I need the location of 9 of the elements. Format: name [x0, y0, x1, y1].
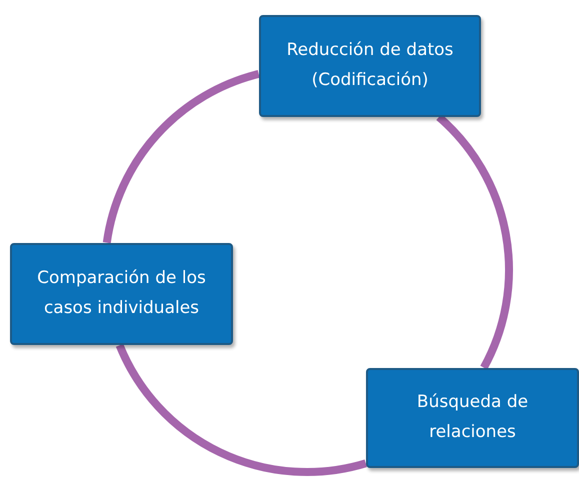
box-label: Comparación de los casos individuales — [36, 267, 207, 320]
box-label: Búsqueda de relaciones — [416, 391, 530, 444]
process-box — [10, 243, 233, 345]
process-box — [366, 368, 579, 468]
box-label: Reducción de datos (Codificación) — [286, 39, 454, 92]
cycle-arc — [436, 114, 513, 370]
process-box — [259, 15, 481, 117]
cycle-arc — [116, 344, 367, 476]
cycle-arc — [102, 70, 260, 244]
